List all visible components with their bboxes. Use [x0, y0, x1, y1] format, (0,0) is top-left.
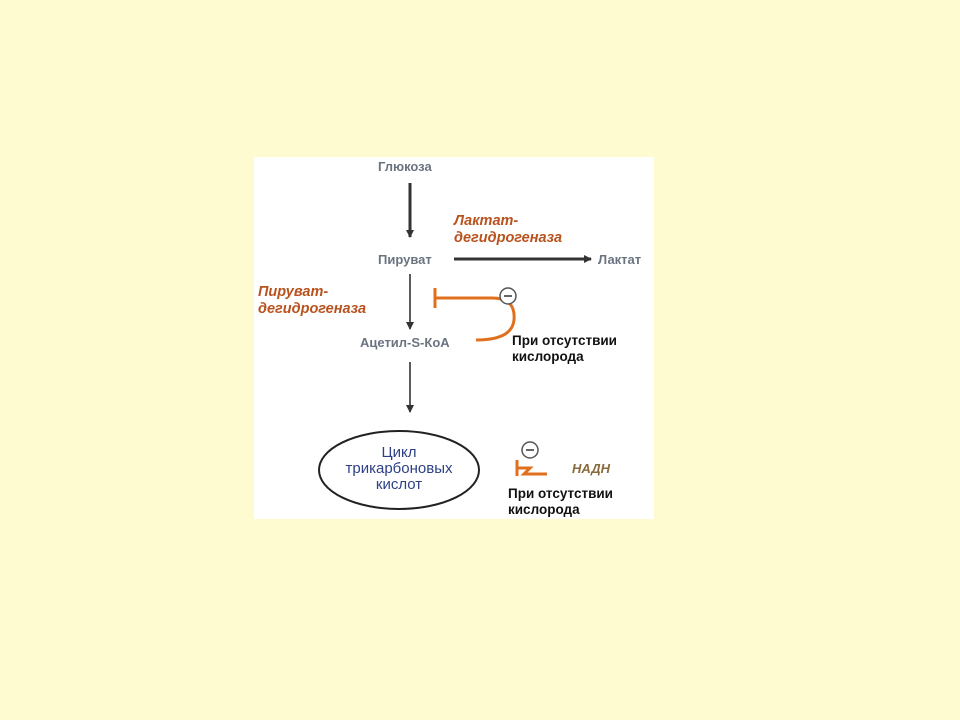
label-pyruvate-dehydrogenase-1: Пируват-: [258, 284, 329, 300]
label-acetyl-coa: Ацетил-S-КоА: [360, 335, 450, 350]
inhibition-zigzag-nadh: [517, 466, 547, 476]
label-cycle-line1: Цикл: [381, 444, 417, 461]
label-condition-top-1: При отсутствии: [512, 333, 617, 348]
label-glucose: Глюкоза: [378, 159, 432, 174]
label-condition-bottom-2: кислорода: [508, 502, 580, 517]
pathway-graphics: [318, 183, 592, 510]
label-lactate-dehydrogenase-1: Лактат-: [454, 213, 519, 229]
label-nadh: НАДН: [572, 461, 611, 476]
label-condition-bottom-1: При отсутствии: [508, 486, 613, 501]
label-pyruvate-dehydrogenase-2: дегидрогеназа: [258, 301, 367, 317]
tca-cycle-ellipse: [318, 430, 480, 510]
label-lactate: Лактат: [598, 252, 642, 267]
label-pyruvate: Пируват: [378, 252, 432, 267]
label-condition-top-2: кислорода: [512, 349, 584, 364]
inhibition-curve-pdh: [435, 296, 516, 342]
label-cycle-line3: кислот: [375, 476, 423, 493]
label-lactate-dehydrogenase-2: дегидрогеназа: [454, 230, 563, 246]
label-cycle-line2: трикарбоновых: [345, 460, 453, 477]
diagram-panel: Глюкоза Пируват Лактат Ацетил-S-КоА Лакт…: [254, 157, 654, 519]
